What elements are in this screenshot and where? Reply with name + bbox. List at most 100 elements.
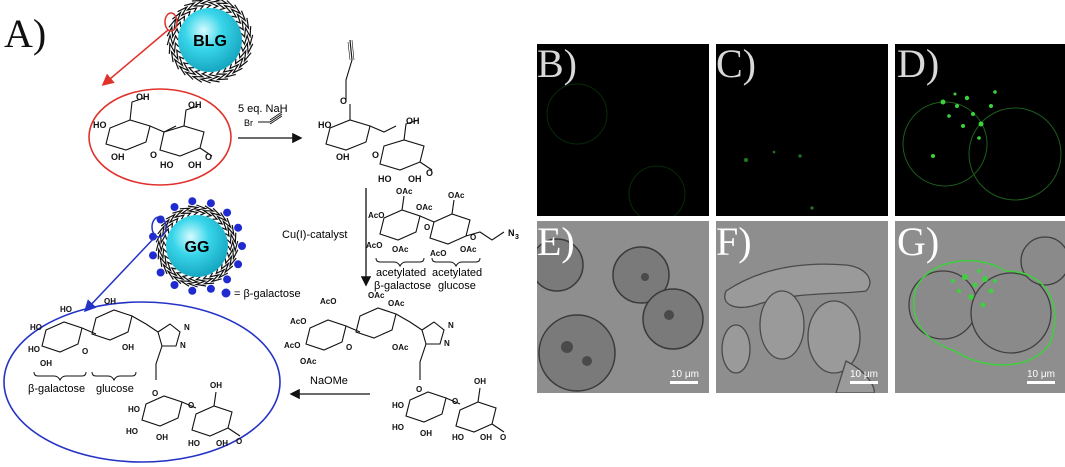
panel-g-cells <box>908 236 1065 366</box>
panel-c-label: C) <box>716 41 756 86</box>
svg-text:OAc: OAc <box>368 291 385 300</box>
acetylated-glucose-line1: acetylated <box>432 267 482 279</box>
svg-text:O: O <box>416 385 422 394</box>
svg-text:HO: HO <box>30 323 42 332</box>
naome-label: NaOMe <box>310 375 348 387</box>
panel-d-fluorescence <box>895 44 1065 216</box>
azide-n: N <box>508 228 515 238</box>
svg-text:HO: HO <box>128 405 140 414</box>
svg-text:O: O <box>340 96 347 106</box>
svg-text:O: O <box>150 150 157 160</box>
gg-particle: GG <box>149 197 246 295</box>
gg-label: GG <box>185 239 210 256</box>
svg-text:O: O <box>346 343 352 352</box>
svg-text:O: O <box>426 168 433 178</box>
svg-text:OH: OH <box>210 381 222 390</box>
svg-text:OH: OH <box>406 116 420 126</box>
beta-galactose-label: β-galactose <box>28 383 85 395</box>
svg-text:AcO: AcO <box>430 249 446 258</box>
svg-text:N: N <box>184 323 190 332</box>
panel-f-label: F) <box>716 219 752 264</box>
svg-text:OAc: OAc <box>416 203 433 212</box>
acetylated-glucose-line2: glucose <box>438 280 476 292</box>
panel-f-cells <box>721 263 875 393</box>
panel-g-scale-bar <box>1027 381 1055 384</box>
svg-text:O: O <box>372 150 379 160</box>
acetylated-galactose-line2: β-galactose <box>374 280 431 292</box>
svg-text:O: O <box>188 401 194 410</box>
svg-text:O: O <box>500 433 506 442</box>
panel-b-label: B) <box>537 41 577 86</box>
svg-text:HO: HO <box>392 401 404 410</box>
svg-text:AcO: AcO <box>290 317 306 326</box>
panel-f-scale-bar <box>850 381 878 384</box>
panel-c-cells <box>744 150 814 210</box>
svg-text:OH: OH <box>408 174 422 184</box>
svg-text:OAc: OAc <box>388 299 405 308</box>
svg-text:HO: HO <box>378 174 392 184</box>
svg-text:AcO: AcO <box>368 211 384 220</box>
panel-d-label: D) <box>897 41 940 86</box>
svg-text:HO: HO <box>126 427 138 436</box>
svg-text:O: O <box>424 223 430 232</box>
blg-particle: BLG <box>164 0 254 84</box>
svg-text:OH: OH <box>122 343 134 352</box>
panel-e-label: E) <box>537 219 575 264</box>
disaccharide-structure-1 <box>105 97 213 157</box>
svg-text:N: N <box>444 339 450 348</box>
svg-text:OAc: OAc <box>392 245 409 254</box>
svg-text:OH: OH <box>336 152 350 162</box>
svg-text:OH: OH <box>136 92 150 102</box>
svg-text:O: O <box>152 389 158 398</box>
panel-f-scale-text: 10 μm <box>850 369 878 380</box>
svg-text:AcO: AcO <box>284 341 300 350</box>
panel-e-scale-bar <box>670 381 698 384</box>
svg-text:OH: OH <box>188 100 202 110</box>
panel-b-fluorescence <box>537 44 709 216</box>
svg-text:OAc: OAc <box>460 245 477 254</box>
disaccharide-structure-2 <box>325 39 433 171</box>
svg-text:O: O <box>205 152 212 162</box>
svg-text:O: O <box>470 233 476 242</box>
svg-text:O: O <box>452 397 458 406</box>
svg-text:HO: HO <box>60 305 72 314</box>
svg-text:OAc: OAc <box>392 343 409 352</box>
svg-text:N: N <box>448 321 454 330</box>
svg-text:OH: OH <box>474 377 486 386</box>
panel-e-cells <box>537 238 704 392</box>
red-disaccharide-ellipse <box>88 88 232 186</box>
panel-b-cells <box>546 83 686 216</box>
svg-text:OH: OH <box>156 433 168 442</box>
panel-e-brightfield: 10 μm <box>537 221 709 393</box>
svg-text:HO: HO <box>28 345 40 354</box>
svg-text:O: O <box>82 347 88 356</box>
svg-text:OH: OH <box>480 433 492 442</box>
panel-g-label: G) <box>897 219 940 264</box>
acetylated-conjugate-structure <box>305 307 505 433</box>
reagent-br: Br <box>244 118 253 128</box>
blg-label: BLG <box>193 33 227 50</box>
svg-text:OH: OH <box>111 152 125 162</box>
deprotected-conjugate-structure <box>41 309 241 437</box>
svg-text:OH: OH <box>216 439 228 448</box>
svg-text:OH: OH <box>188 160 202 170</box>
svg-text:HO: HO <box>318 120 332 130</box>
glucose-label: glucose <box>96 383 134 395</box>
acetylated-galactose-line1: acetylated <box>376 267 426 279</box>
acetylated-azide-structure <box>379 195 505 245</box>
blue-conjugate-ellipse <box>3 301 281 463</box>
panel-g-scale-text: 10 μm <box>1027 369 1055 380</box>
panel-a-label: A) <box>4 11 47 56</box>
panel-f-brightfield: 10 μm <box>716 221 888 393</box>
svg-text:N: N <box>180 341 186 350</box>
svg-text:HO: HO <box>188 439 200 448</box>
svg-text:HO: HO <box>93 120 107 130</box>
svg-text:O: O <box>236 437 242 446</box>
svg-text:AcO: AcO <box>366 241 382 250</box>
svg-text:HO: HO <box>452 433 464 442</box>
panel-d-cells <box>902 90 1062 201</box>
svg-text:HO: HO <box>392 423 404 432</box>
svg-text:OH: OH <box>420 429 432 438</box>
panel-c-fluorescence <box>716 44 888 216</box>
